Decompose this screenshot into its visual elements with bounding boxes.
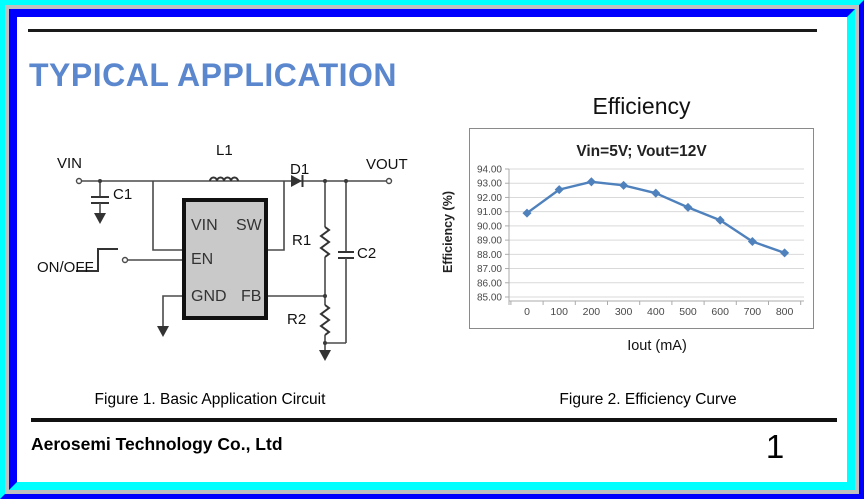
svg-text:92.00: 92.00 [477,193,502,204]
label-c2: C2 [357,245,376,262]
inner-frame: TYPICAL APPLICATION [9,9,855,490]
output-ground-arrow [319,350,331,361]
resistor-r1-symbol [319,226,331,258]
section-divider-rule [28,29,817,32]
svg-text:93.00: 93.00 [477,179,502,190]
section-title: TYPICAL APPLICATION [29,57,398,93]
gnd-ground-arrow [157,326,169,337]
svg-text:600: 600 [711,306,729,318]
svg-text:200: 200 [583,306,601,318]
mid-frame: TYPICAL APPLICATION [5,5,859,494]
gnd-wire [162,295,184,327]
label-c1: C1 [113,186,132,203]
junction-dot [323,294,327,298]
chart-x-axis-label: Iout (mA) [627,338,687,354]
en-terminal [121,256,129,264]
application-circuit-figure: VIN VOUT ON/OFF L1 D1 C1 R1 R2 C2 VIN SW… [37,142,408,361]
resistor-r2-symbol [319,304,331,336]
inductor-symbol [209,176,239,182]
svg-text:91.00: 91.00 [477,207,502,218]
label-l1: L1 [216,142,233,159]
efficiency-chart: 85.00 86.00 87.00 88.00 89.00 90.00 91.00 92.00… [469,128,814,329]
ic-pin-vin: VIN [191,217,218,234]
label-vout: VOUT [366,156,408,173]
page-number: 1 [765,428,785,465]
diode-symbol [291,175,302,187]
c1-ground-arrow [94,213,106,224]
svg-text:87.00: 87.00 [477,264,502,275]
svg-text:0: 0 [524,306,530,318]
junction-dot [323,341,327,345]
svg-text:500: 500 [679,306,697,318]
ic-pin-en: EN [191,251,213,268]
label-vin: VIN [57,155,82,172]
sw-pin-wire [266,181,285,251]
footer-rule [31,418,837,422]
junction-dot [344,179,348,183]
label-d1: D1 [290,161,309,178]
ic-pin-fb: FB [241,288,261,305]
svg-text:85.00: 85.00 [477,293,502,304]
label-r1: R1 [292,232,311,249]
efficiency-plot: 85.00 86.00 87.00 88.00 89.00 90.00 91.00 92.00… [477,165,804,318]
svg-text:89.00: 89.00 [477,236,502,247]
label-onoff: ON/OFF [37,259,94,276]
label-r2: R2 [287,311,306,328]
vout-terminal [385,177,393,185]
svg-text:90.00: 90.00 [477,221,502,232]
chart-title: Efficiency [592,93,691,119]
svg-text:88.00: 88.00 [477,250,502,261]
chart-y-axis-label: Efficiency (%) [441,191,455,273]
svg-text:400: 400 [647,306,665,318]
onoff-step-symbol [76,248,118,272]
ic-pin-gnd: GND [191,288,227,305]
svg-text:94.00: 94.00 [477,165,502,176]
junction-dot [323,179,327,183]
chart-subtitle: Vin=5V; Vout=12V [576,143,707,160]
r2-bottom-wire [324,335,346,344]
ic-body [182,198,268,320]
svg-text:86.00: 86.00 [477,278,502,289]
svg-text:100: 100 [550,306,568,318]
vin-terminal [75,177,83,185]
ic-pin-sw: SW [236,217,263,234]
svg-text:700: 700 [744,306,762,318]
junction-dot [98,179,102,183]
figure1-caption: Figure 1. Basic Application Circuit [94,391,326,408]
svg-text:300: 300 [615,306,633,318]
svg-text:800: 800 [776,306,794,318]
figure2-caption: Figure 2. Efficiency Curve [559,391,737,408]
company-name: Aerosemi Technology Co., Ltd [31,434,283,454]
vin-pin-wire [152,181,184,251]
